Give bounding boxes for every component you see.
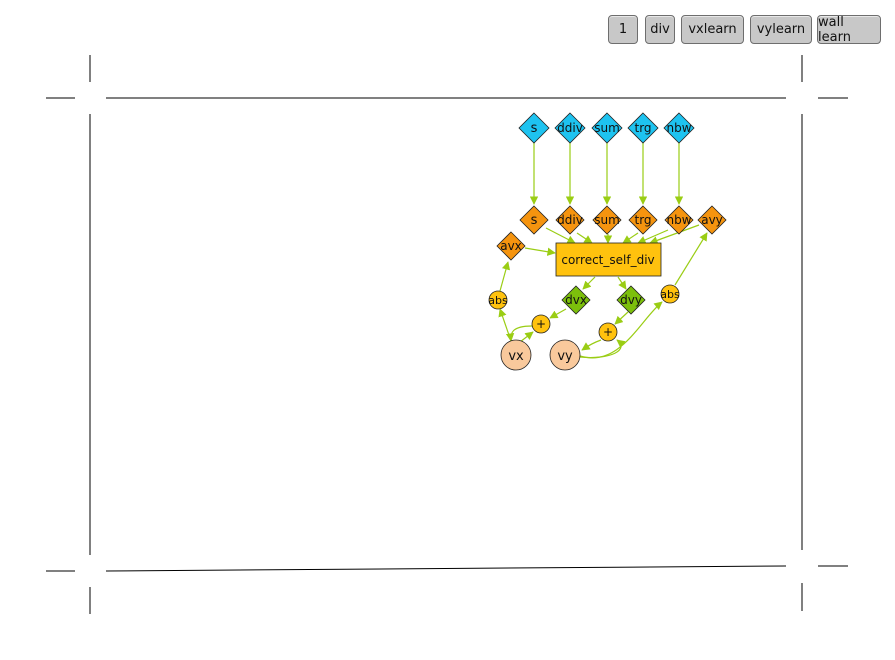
edge-proc-dvy (617, 276, 627, 290)
delta-node-dvx: dvx (561, 285, 591, 315)
input-nodes: s ddiv sum trg nbw (518, 112, 695, 144)
edges (498, 143, 708, 359)
edge-dvy-plus (614, 311, 629, 325)
param-node-s: s (519, 205, 549, 235)
toolbar-button-wall-learn[interactable]: wall learn (817, 15, 881, 45)
edge-avx-proc (524, 247, 556, 256)
frame (46, 55, 848, 614)
toolbar-button-div[interactable]: div (645, 15, 675, 44)
svg-text:vy: vy (557, 349, 573, 364)
svg-text:ddiv: ddiv (557, 121, 583, 135)
svg-text:abs: abs (660, 288, 680, 301)
input-node-ddiv: ddiv (554, 112, 586, 144)
edge-ddiv-proc (576, 232, 593, 244)
edge-vy-plus (579, 339, 626, 359)
toolbar-button-vxlearn[interactable]: vxlearn (681, 15, 744, 44)
svg-text:trg: trg (634, 213, 651, 227)
svg-text:s: s (531, 121, 538, 136)
svg-text:nbw: nbw (666, 213, 691, 227)
op-nodes: abs + + abs (488, 284, 680, 342)
edge-plus-vy (581, 339, 602, 351)
svg-text:dvx: dvx (565, 293, 587, 307)
edge-vx-plus (519, 331, 534, 343)
edge-vy-abs (579, 301, 663, 359)
state-nodes: vx vy (500, 339, 581, 371)
param-node-trg: trg (628, 205, 658, 235)
param-node-avy: avy (697, 205, 727, 235)
param-node-nbw: nbw (664, 205, 694, 235)
input-node-s: s (518, 112, 550, 144)
svg-text:+: + (603, 325, 613, 339)
input-node-sum: sum (591, 112, 623, 144)
svg-text:ddiv: ddiv (557, 213, 583, 227)
edge-plus-vx (505, 325, 533, 342)
edge-dvx-plus (549, 308, 567, 319)
svg-text:abs: abs (488, 294, 508, 307)
op-node-abs-x: abs (488, 290, 508, 310)
edge-vx-abs (498, 308, 512, 342)
param-node-sum: sum (592, 205, 622, 235)
svg-text:s: s (531, 213, 538, 228)
svg-text:avx: avx (500, 239, 522, 253)
toolbar-button-vylearn[interactable]: vylearn (750, 15, 812, 44)
param-nodes: s ddiv sum trg nbw avy avx (496, 205, 727, 261)
input-node-nbw: nbw (663, 112, 695, 144)
input-node-trg: trg (627, 112, 659, 144)
svg-text:+: + (536, 317, 546, 331)
delta-nodes: dvx dvy (561, 285, 646, 315)
edge-s-proc (545, 227, 576, 244)
svg-text:trg: trg (634, 121, 651, 135)
op-node-plus-y: + (598, 322, 618, 342)
op-node-plus-x: + (531, 314, 551, 334)
svg-text:sum: sum (594, 213, 620, 227)
delta-node-dvy: dvy (616, 285, 646, 315)
param-node-ddiv: ddiv (555, 205, 585, 235)
svg-text:vx: vx (508, 349, 524, 364)
edge-avy-proc (649, 224, 700, 245)
edge-proc-dvx (582, 276, 596, 290)
op-node-abs-y: abs (660, 284, 680, 304)
svg-text:nbw: nbw (666, 121, 691, 135)
edge-abs-avy (674, 232, 708, 286)
edge-abs-avx (499, 261, 511, 292)
svg-text:dvy: dvy (620, 293, 642, 307)
process-node-correct-self-div: correct_self_div (555, 242, 662, 277)
toolbar-button-1[interactable]: 1 (608, 15, 638, 44)
svg-text:correct_self_div: correct_self_div (561, 253, 654, 267)
svg-text:avy: avy (701, 213, 723, 227)
edge-trg-proc (622, 232, 639, 244)
param-node-avx: avx (496, 231, 526, 261)
svg-text:sum: sum (594, 121, 620, 135)
state-node-vy: vy (549, 339, 581, 371)
state-node-vx: vx (500, 339, 532, 371)
